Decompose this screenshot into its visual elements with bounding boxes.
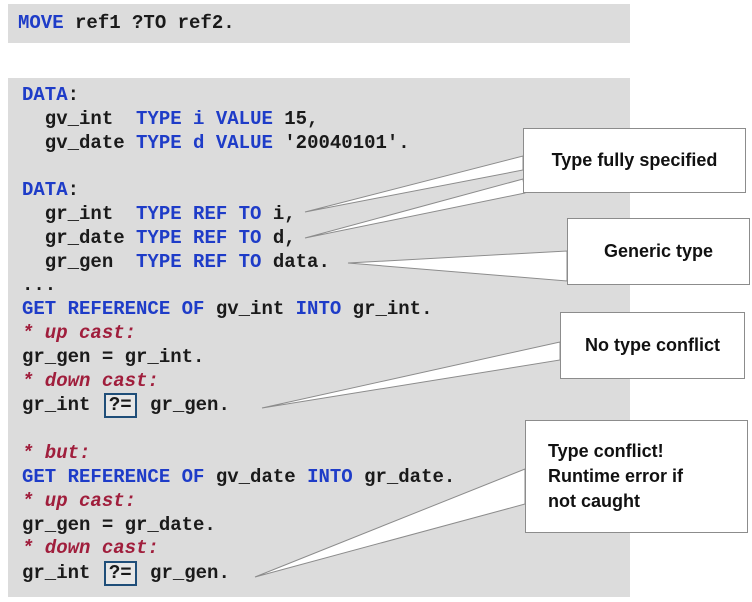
code-segment: DATA — [22, 179, 68, 202]
move-statement-panel: MOVE ref1 ?TO ref2. — [8, 4, 630, 43]
code-segment: VALUE — [215, 107, 273, 130]
code-segment: gv_date — [22, 131, 137, 154]
code-segment: gr_date. — [352, 465, 456, 488]
code-segment: gv_int — [204, 298, 296, 321]
code-segment: TYPE REF TO — [136, 202, 262, 225]
code-segment — [182, 132, 193, 154]
callout-no-type-conflict: No type conflict — [560, 312, 745, 379]
code-line: gv_int TYPE i VALUE 15, — [22, 108, 630, 132]
code-segment: gv_int — [22, 107, 137, 130]
code-line: * but: — [22, 442, 630, 466]
code-segment: data. — [261, 250, 330, 273]
code-line: * down cast: — [22, 370, 630, 394]
code-segment: TYPE — [136, 131, 182, 154]
callout-label: Type fully specified — [551, 150, 718, 170]
code-segment: gr_gen = gr_date. — [22, 513, 216, 536]
callout-type-fully-specified: Type fully specified — [523, 128, 746, 193]
code-line: gv_date TYPE d VALUE '20040101'. — [22, 132, 630, 156]
code-segment: gr_int — [22, 562, 102, 585]
code-line: DATA: — [22, 179, 630, 203]
callout-generic-type: Generic type — [567, 218, 750, 285]
code-segment: INTO — [295, 298, 342, 321]
callout-label: Generic type — [603, 241, 714, 261]
code-line: gr_gen = gr_int. — [22, 346, 630, 370]
code-segment: gr_gen. — [138, 394, 230, 417]
code-segment: INTO — [307, 465, 353, 488]
code-segment: d, — [261, 226, 296, 249]
code-line: DATA: — [22, 84, 630, 108]
callout-type-conflict: Type conflict! Runtime error if not caug… — [525, 420, 748, 533]
code-segment: gr_gen. — [138, 562, 230, 585]
code-segment: TYPE REF TO — [136, 250, 262, 273]
code-segment: : — [67, 179, 80, 202]
code-segment: gv_date — [204, 465, 308, 488]
code-line: ... — [22, 274, 630, 298]
code-segment: '20040101'. — [272, 131, 410, 154]
casting-operator-box: ?= — [103, 393, 137, 419]
move-statement: MOVE ref1 ?TO ref2. — [8, 12, 235, 36]
code-segment: d — [193, 131, 205, 154]
code-line: gr_gen TYPE REF TO data. — [22, 251, 630, 275]
code-segment: * up cast: — [22, 321, 137, 344]
code-segment: ref1 ?TO ref2. — [63, 11, 235, 34]
code-segment: 15, — [272, 107, 319, 130]
code-line: GET REFERENCE OF gv_int INTO gr_int. — [22, 298, 630, 322]
code-line: gr_int ?= gr_gen. — [22, 561, 630, 587]
code-line: * up cast: — [22, 490, 630, 514]
code-block: DATA: gv_int TYPE i VALUE 15, gv_date TY… — [8, 84, 630, 587]
code-segment: * but: — [22, 442, 91, 465]
code-line: * up cast: — [22, 322, 630, 346]
code-segment: i — [193, 107, 205, 130]
code-segment — [204, 132, 215, 154]
code-segment: TYPE REF TO — [136, 226, 262, 249]
code-segment: gr_int — [22, 202, 137, 225]
code-segment: TYPE — [136, 107, 182, 130]
code-segment: * down cast: — [22, 537, 159, 560]
code-segment: VALUE — [215, 131, 273, 154]
code-segment: : — [67, 84, 80, 106]
code-segment: * up cast: — [22, 489, 137, 512]
code-segment — [204, 108, 215, 130]
callout-label: Type conflict! Runtime error if not caug… — [548, 441, 684, 511]
code-segment: gr_gen = gr_int. — [22, 345, 205, 368]
code-segment: gr_date — [22, 226, 137, 249]
code-line: gr_int TYPE REF TO i, — [22, 203, 630, 227]
code-segment: GET REFERENCE OF — [22, 465, 205, 488]
callout-label: No type conflict — [584, 335, 720, 355]
code-line: * down cast: — [22, 537, 630, 561]
code-line: gr_int ?= gr_gen. — [22, 393, 630, 419]
code-segment: DATA — [22, 84, 68, 106]
code-segment: GET REFERENCE OF — [22, 298, 205, 321]
code-segment — [182, 108, 193, 130]
code-segment: gr_int — [22, 394, 102, 417]
code-segment: * down cast: — [22, 369, 159, 392]
code-segment: gr_int. — [341, 298, 433, 321]
code-line: gr_date TYPE REF TO d, — [22, 227, 630, 251]
code-segment: i, — [261, 202, 296, 225]
code-segment: MOVE — [18, 11, 64, 34]
code-segment: ... — [22, 274, 57, 297]
casting-operator-box: ?= — [103, 561, 137, 587]
code-line: gr_gen = gr_date. — [22, 514, 630, 538]
code-segment: gr_gen — [22, 250, 137, 273]
